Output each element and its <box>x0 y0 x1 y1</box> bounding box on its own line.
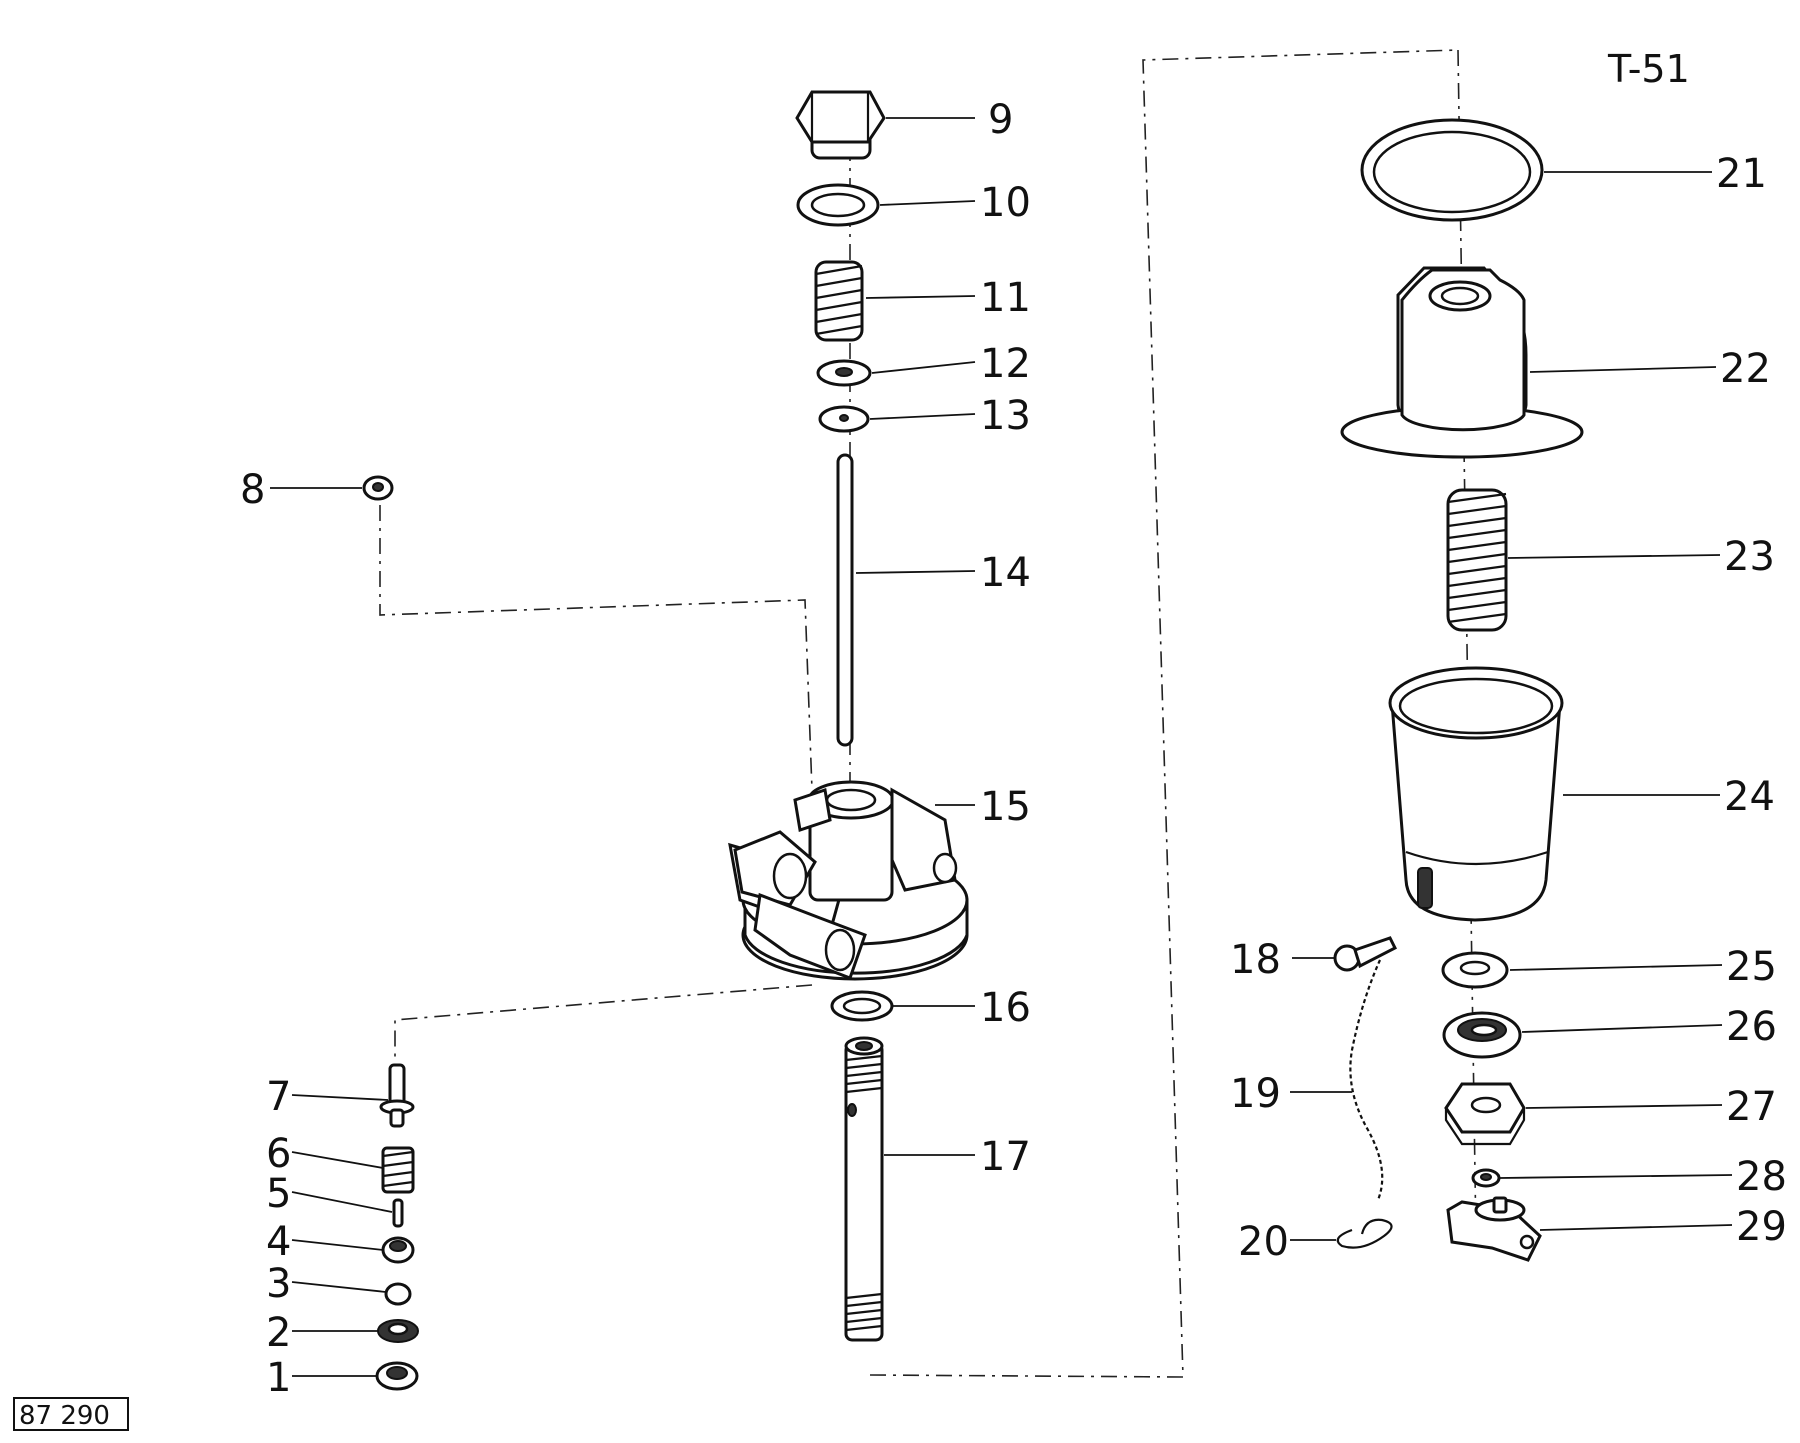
part-28-small-washer <box>1471 1168 1501 1188</box>
callout-26: 26 <box>1726 1004 1777 1050</box>
part-29-drain-cock <box>1446 1196 1542 1262</box>
callout-1: 1 <box>266 1355 291 1401</box>
part-27-hex-nut <box>1444 1082 1526 1146</box>
callout-2: 2 <box>266 1310 291 1356</box>
part-14-push-rod <box>836 453 854 747</box>
assembly-paths <box>379 49 1477 1378</box>
part-13-disc <box>818 405 870 433</box>
leader-lines <box>270 117 1733 1377</box>
callout-9: 9 <box>988 97 1013 143</box>
part-11-spring <box>814 260 864 342</box>
part-20-clip <box>1336 1218 1393 1249</box>
part-16-o-ring <box>830 990 894 1022</box>
callout-21: 21 <box>1716 151 1767 197</box>
part-3-ball <box>384 1282 412 1306</box>
part-10-sealing-ring <box>796 183 880 227</box>
callout-29: 29 <box>1736 1204 1787 1250</box>
callout-12: 12 <box>980 341 1031 387</box>
part-1-cap <box>375 1361 419 1391</box>
part-26-seal-ring <box>1442 1011 1522 1059</box>
callout-11: 11 <box>980 275 1031 321</box>
callout-19: 19 <box>1230 1071 1281 1117</box>
part-17-tube <box>844 1036 884 1342</box>
figure-code: T-51 <box>1607 47 1690 91</box>
callout-5: 5 <box>266 1171 291 1217</box>
callout-13: 13 <box>980 393 1031 439</box>
part-23-spring <box>1446 488 1508 632</box>
part-2-washer <box>377 1319 419 1343</box>
callout-16: 16 <box>980 985 1031 1031</box>
part-6-spring <box>381 1146 415 1194</box>
part-5-pin <box>392 1198 404 1228</box>
part-8-plug <box>362 475 394 501</box>
part-25-washer <box>1441 951 1509 989</box>
part-24-filter-bowl <box>1388 666 1564 922</box>
callout-28: 28 <box>1736 1154 1787 1200</box>
part-12-washer <box>816 359 872 387</box>
callout-4: 4 <box>266 1219 291 1265</box>
callout-25: 25 <box>1726 944 1777 990</box>
part-18-pin <box>1333 936 1398 972</box>
part-22-filter-cone <box>1340 266 1584 459</box>
callout-24: 24 <box>1724 774 1775 820</box>
callout-14: 14 <box>980 550 1031 596</box>
callout-3: 3 <box>266 1261 291 1307</box>
callout-23: 23 <box>1724 534 1775 580</box>
part-21-gasket-ring <box>1360 118 1544 222</box>
callout-22: 22 <box>1720 346 1771 392</box>
part-19-chain <box>1349 959 1384 1201</box>
callout-27: 27 <box>1726 1084 1777 1130</box>
callout-8: 8 <box>240 467 265 513</box>
part-9-hex-bolt <box>795 90 886 160</box>
part-4-seat <box>381 1236 415 1264</box>
reference-number: 87 290 <box>19 1401 110 1431</box>
callout-15: 15 <box>980 784 1031 830</box>
part-7-valve <box>379 1063 415 1128</box>
callout-20: 20 <box>1238 1219 1289 1265</box>
callout-10: 10 <box>980 180 1031 226</box>
callout-17: 17 <box>980 1134 1031 1180</box>
callout-6: 6 <box>266 1131 291 1177</box>
callout-labels: 1 2 3 4 5 6 7 8 9 10 11 12 13 14 15 16 1… <box>240 97 1787 1401</box>
reference-box: 87 290 <box>13 1397 129 1431</box>
callout-7: 7 <box>266 1074 291 1120</box>
part-15-filter-head <box>728 780 969 981</box>
callout-18: 18 <box>1230 937 1281 983</box>
